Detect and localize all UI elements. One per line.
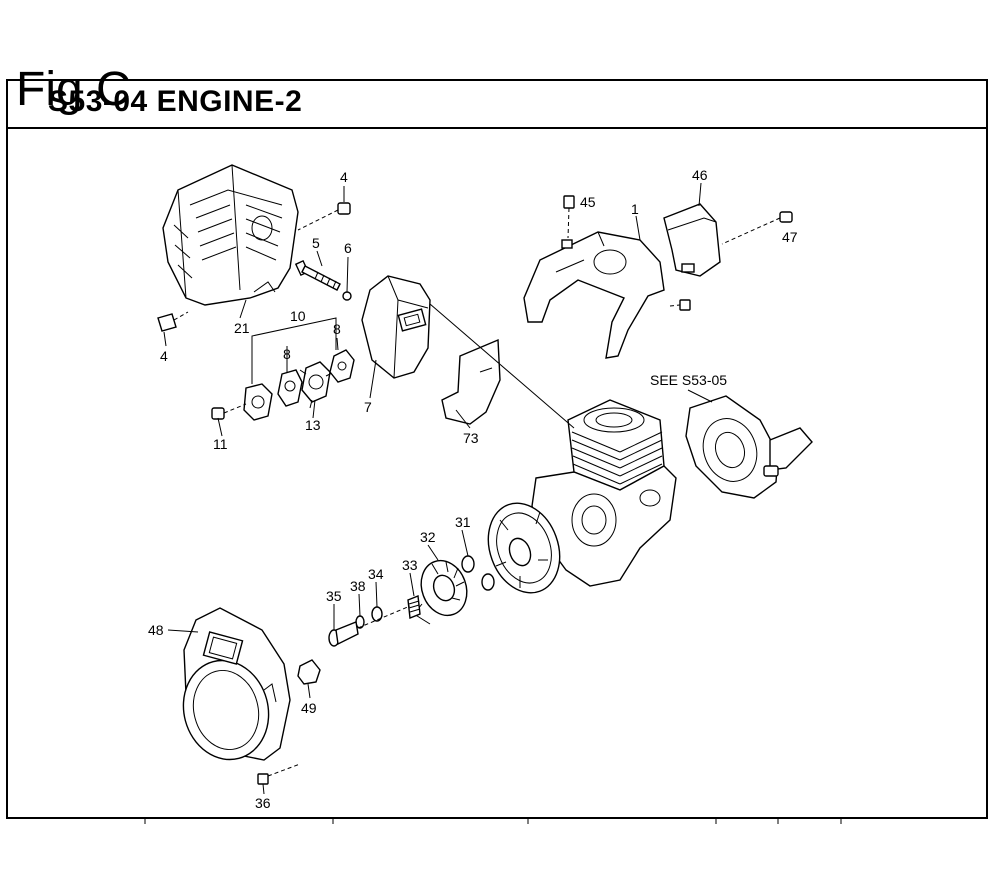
figure-label: Fig C	[16, 63, 131, 116]
callout-label: 73	[463, 430, 479, 446]
washer-part-6	[342, 291, 352, 301]
plate-part-13	[299, 361, 335, 409]
callout-label: 49	[301, 700, 317, 716]
callout-label: 6	[344, 240, 352, 256]
muffler-part	[361, 275, 431, 379]
page-title: S53-04 ENGINE-2	[48, 85, 303, 118]
callout-label: SEE S53-05	[650, 372, 727, 388]
heat-shield-part-73	[441, 338, 501, 425]
callout-label: 11	[213, 436, 228, 452]
callout-label: 38	[350, 578, 366, 594]
screw-part-47	[721, 211, 793, 245]
screw-part-cover	[669, 299, 691, 311]
callout-label: 46	[692, 167, 708, 183]
fan-cover-part	[182, 607, 291, 761]
muffler-cover-part	[162, 164, 299, 306]
gasket-part-8-right	[329, 349, 355, 383]
clutch-shoe-part-32	[413, 559, 468, 625]
callout-label: 13	[305, 417, 321, 433]
flywheel-part	[487, 502, 561, 594]
gasket-part-8-left	[277, 369, 303, 407]
callout-label: 8	[283, 346, 291, 362]
callout-label: 31	[455, 514, 471, 530]
callout-label: 8	[333, 321, 341, 337]
callout-label: 4	[340, 169, 348, 185]
callout-label: 32	[420, 529, 436, 545]
nut-part-49	[297, 659, 321, 685]
callout-label: 34	[368, 566, 384, 582]
diagram-frame: S53-04 ENGINE-2	[6, 79, 988, 819]
callout-label: 1	[631, 201, 639, 217]
top-cover-part	[523, 231, 665, 359]
gasket-plate-part-10	[243, 383, 273, 421]
bolt-part-5	[294, 259, 341, 291]
callout-label: 45	[580, 194, 596, 210]
screw-part-36	[257, 763, 301, 785]
screw-part-11	[211, 403, 247, 420]
cap-part-46	[663, 203, 721, 277]
leader-lines	[163, 182, 713, 795]
bottom-tick-marks	[144, 819, 842, 824]
washer-part-31	[461, 555, 495, 591]
bolt-part-35	[328, 605, 411, 647]
recoil-starter-part	[685, 395, 813, 499]
callout-label: 35	[326, 588, 342, 604]
callout-label: 5	[312, 235, 320, 251]
callout-label: 21	[234, 320, 250, 336]
title-bar: S53-04 ENGINE-2	[8, 81, 986, 129]
callout-label: 47	[782, 229, 798, 245]
callout-label: 33	[402, 557, 418, 573]
callout-label: 36	[255, 795, 271, 811]
screw-part-45	[563, 195, 575, 239]
callout-label: 10	[290, 308, 306, 324]
callout-label: 48	[148, 622, 164, 638]
callout-label: 4	[160, 348, 168, 364]
callout-label: 7	[364, 399, 372, 415]
spring-part-33	[407, 595, 421, 619]
screw-part-4-bottom	[157, 311, 189, 332]
screw-part-4-top	[297, 202, 351, 231]
cylinder-part	[567, 399, 665, 491]
